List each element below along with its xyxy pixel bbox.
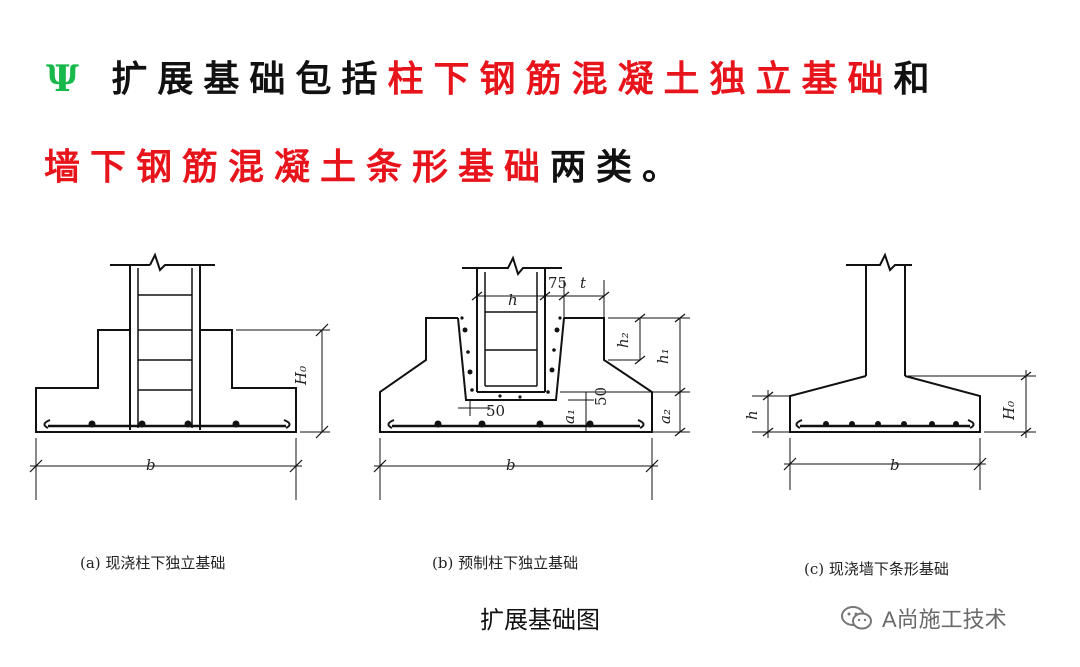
figure-c-dim-h: h	[743, 410, 761, 420]
figure-b-dim-a1: a₁	[560, 409, 578, 424]
figure-b-dim-50-right: 50	[592, 387, 610, 406]
title-line-2: 墙下钢筋混凝土条形基础两类。	[44, 138, 688, 190]
figure-c-strip-under-wall	[752, 252, 1036, 490]
figure-a-isolated-cast-in-place	[29, 252, 330, 500]
title-text-1a: 扩展基础包括	[111, 59, 388, 100]
figure-b-dim-h2: h₂	[614, 332, 632, 348]
figure-b-isolated-precast	[373, 255, 690, 500]
watermark: A尚施工技术	[840, 602, 1007, 634]
figure-c-dim-h0: H₀	[1000, 401, 1018, 421]
figure-c-dim-b: b	[890, 456, 900, 474]
figure-title: 扩展基础图	[480, 606, 600, 634]
figure-a-caption: (a) 现浇柱下独立基础	[80, 554, 225, 572]
title-highlight-column-foundation: 柱下钢筋混凝土独立基础	[387, 59, 894, 100]
title-highlight-strip-foundation: 墙下钢筋混凝土条形基础	[44, 147, 551, 188]
title-text-1c: 和	[893, 59, 940, 100]
figure-b-dim-75: 75	[548, 274, 567, 292]
figure-b-dim-50-bottom: 50	[486, 402, 505, 420]
title-text-2b: 两类。	[550, 147, 689, 188]
figure-b-dim-h1: h₁	[654, 348, 672, 364]
figure-b-dim-a2: a₂	[656, 409, 674, 424]
title-line-1: Ψ 扩展基础包括柱下钢筋混凝土独立基础和	[46, 50, 939, 102]
figure-b-dim-t: t	[580, 274, 587, 292]
figure-c-caption: (c) 现浇墙下条形基础	[804, 560, 949, 578]
figure-a-dim-b: b	[146, 456, 156, 474]
psi-symbol: Ψ	[46, 58, 89, 100]
figure-b-caption: (b) 预制柱下独立基础	[432, 554, 578, 572]
figure-b-dim-h: h	[508, 291, 518, 309]
watermark-text: A尚施工技术	[882, 607, 1007, 632]
figure-a-dim-h0: H₀	[292, 366, 310, 386]
wechat-icon	[841, 606, 872, 630]
figure-b-dim-b: b	[506, 456, 516, 474]
